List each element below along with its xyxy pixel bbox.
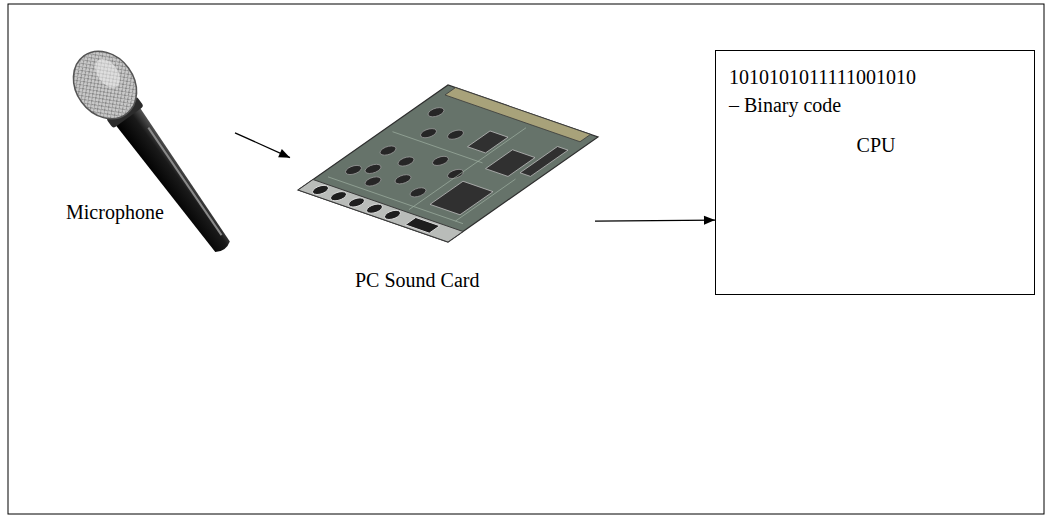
part-label: PC Sound Card [355,266,479,294]
sound-card-picture [298,85,598,242]
microphone-grille [60,39,149,131]
cpu-box: 1010101011111001010 – Binary codeCPU [715,50,1035,295]
microphone-node: Microphone [60,50,235,234]
part-label: Microphone [66,198,164,226]
circuit-board [298,85,598,242]
frame-border [8,4,1044,514]
arrow-line [235,133,290,158]
chips [400,126,568,219]
sound-card-node: PC Sound Card [290,80,595,302]
arrow-connector [595,220,715,221]
arrow-head [704,216,715,225]
arrow-connector [235,133,290,158]
arrow-line [595,220,715,221]
microphone-picture [60,39,247,266]
binary-code-text: 1010101011111001010 – Binary code [729,63,916,119]
grille-shine [90,54,125,92]
box-heading: CPU [857,131,896,159]
board-traces [324,98,576,227]
microphone-handle [114,105,236,258]
arrow-head [278,149,290,158]
